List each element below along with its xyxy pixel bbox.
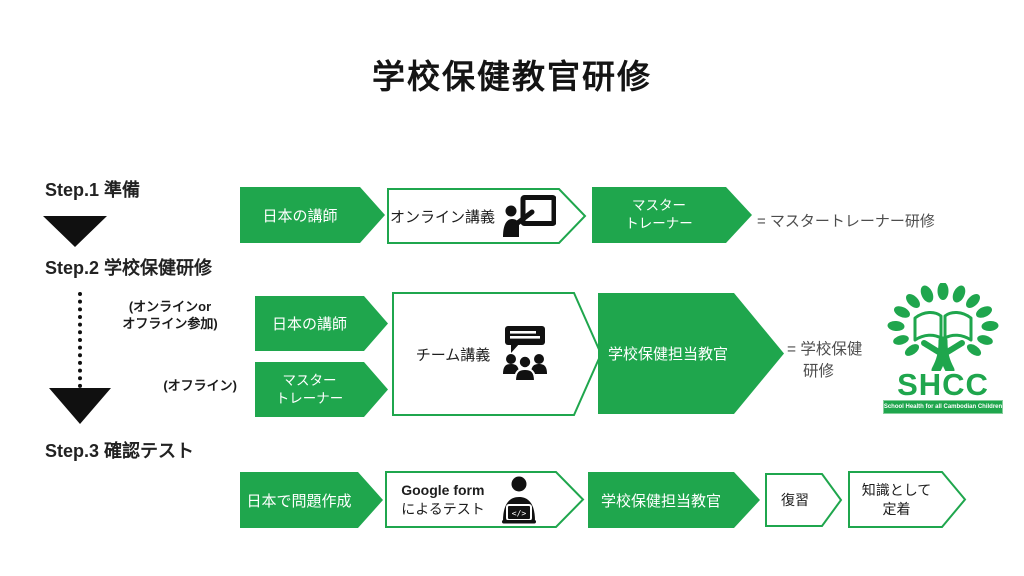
svg-text:</>: </> <box>512 509 527 518</box>
row1-master-trainer-line2: トレーナー <box>625 216 693 231</box>
green-arrow-shape <box>588 472 760 528</box>
row3-review-box: 復習 <box>765 473 843 527</box>
row2-note-online: (オンラインor オフライン参加) <box>103 299 237 333</box>
green-arrow-shape <box>240 472 383 528</box>
shcc-logo: SHCC School Health for all Cambodian Chi… <box>882 282 1004 415</box>
shcc-tagline: School Health for all Cambodian Children <box>883 400 1003 414</box>
row3-question-creation-arrow: 日本で問題作成 <box>240 472 383 528</box>
row2-master-trainer-line1: マスター <box>282 372 337 388</box>
row3-question-creation-label: 日本で問題作成 <box>246 492 352 510</box>
white-arrow-shape <box>387 188 587 244</box>
row2-note-online-line2: オフライン参加) <box>122 315 218 331</box>
step2-dotted-line <box>78 292 82 388</box>
shcc-acronym: SHCC <box>897 367 989 402</box>
row2-master-trainer-line2: トレーナー <box>275 390 344 406</box>
row1-master-trainer-line1: マスター <box>632 198 686 214</box>
row1-online-lecture-box: オンライン講義 <box>387 188 587 244</box>
row2-result-line2: 研修 <box>803 363 835 381</box>
row2-note-offline: (オフライン) <box>163 378 237 393</box>
row1-japan-instructor-arrow: 日本の講師 <box>240 187 385 243</box>
row1-japan-instructor-label: 日本の講師 <box>262 207 338 225</box>
step2-label: Step.2 学校保健研修 <box>45 258 213 278</box>
row3-google-form-box: Google form によるテスト </> <box>385 471 585 528</box>
step2-arrow-down-icon <box>49 388 111 424</box>
row3-review-label: 復習 <box>781 492 809 508</box>
green-arrow-shape <box>240 187 385 243</box>
white-arrow-shape <box>848 471 967 528</box>
row2-japan-instructor-label: 日本の講師 <box>271 316 347 333</box>
white-pentagon-shape <box>392 292 603 416</box>
green-arrow-shape <box>592 187 752 243</box>
row2-team-lecture-box: チーム講義 <box>392 292 603 416</box>
row2-school-health-officer-arrow: 学校保健担当教官 <box>598 293 784 414</box>
green-arrow-shape <box>255 362 388 417</box>
step3-label: Step.3 確認テスト <box>45 441 195 461</box>
row3-school-health-officer-arrow: 学校保健担当教官 <box>588 472 760 528</box>
row1-online-lecture-label: オンライン講義 <box>389 208 495 226</box>
row1-master-trainer-arrow: マスター トレーナー <box>592 187 752 243</box>
row2-result-line1: = 学校保健 <box>787 341 863 358</box>
shcc-tree-icon <box>887 282 999 375</box>
row1-result-text: = マスタートレーナー研修 <box>757 213 935 230</box>
person-laptop-icon: </> <box>498 476 540 524</box>
white-arrow-shape <box>765 473 843 527</box>
presenter-board-icon <box>502 195 556 237</box>
step1-label: Step.1 準備 <box>45 180 141 200</box>
row3-retention-box: 知識として 定着 <box>848 471 967 528</box>
row2-master-trainer-arrow: マスター トレーナー <box>255 362 388 417</box>
green-arrow-shape <box>255 296 388 351</box>
row3-retention-line2: 定着 <box>882 500 911 517</box>
row2-note-online-line1: (オンラインor <box>128 299 212 314</box>
row3-google-form-line2: によるテスト <box>401 500 485 517</box>
row2-team-lecture-label: チーム講義 <box>415 346 491 364</box>
page-title: 学校保健教官研修 <box>372 58 652 95</box>
row3-retention-line1: 知識として <box>861 482 932 499</box>
row2-school-health-officer-label: 学校保健担当教官 <box>607 346 728 363</box>
row3-google-form-line1: Google form <box>401 481 485 498</box>
row2-result-text: = 学校保健 研修 <box>787 339 862 384</box>
team-lecture-icon <box>500 325 550 383</box>
green-arrow-shape <box>598 293 784 414</box>
row3-school-health-officer-label: 学校保健担当教官 <box>600 492 721 510</box>
row2-japan-instructor-arrow: 日本の講師 <box>255 296 388 351</box>
step1-arrow-down-icon <box>43 216 107 247</box>
